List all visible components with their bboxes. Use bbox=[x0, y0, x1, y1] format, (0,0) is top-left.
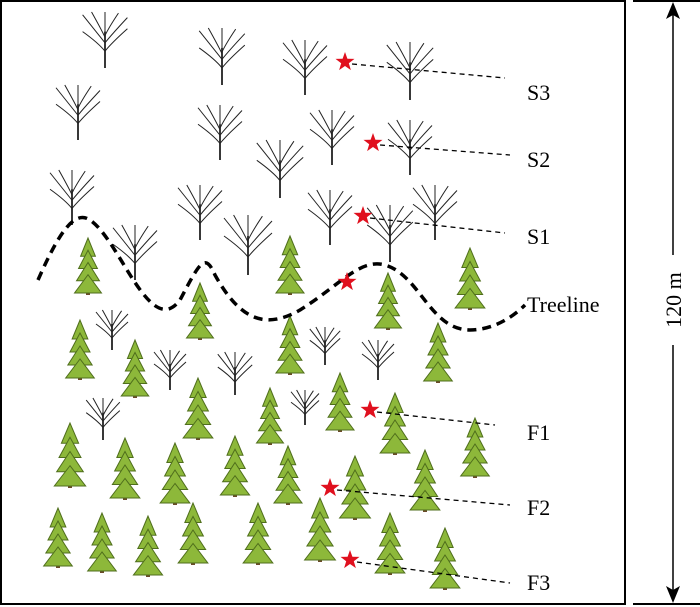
bare-trees bbox=[49, 11, 458, 440]
bare-tree-icon bbox=[223, 214, 273, 275]
bare-tree-icon bbox=[361, 339, 395, 380]
bare-tree-icon bbox=[198, 27, 246, 85]
conifer-tree-icon bbox=[373, 271, 403, 330]
bare-tree-icon bbox=[366, 204, 414, 262]
leader-s3 bbox=[351, 63, 506, 79]
red-star-icon bbox=[360, 400, 380, 419]
conifer-tree-icon bbox=[422, 321, 454, 383]
leader-s1 bbox=[369, 217, 506, 234]
bare-tree-icon bbox=[387, 119, 433, 175]
red-star-icon bbox=[363, 133, 383, 152]
label-s2: S2 bbox=[527, 147, 550, 172]
red-star-icon bbox=[337, 272, 357, 291]
sampling-markers bbox=[320, 52, 383, 569]
conifer-tree-icon bbox=[53, 421, 87, 488]
conifer-tree-icon bbox=[454, 246, 486, 310]
treeline-curve bbox=[36, 215, 527, 332]
bare-tree-icon bbox=[217, 351, 253, 395]
study-area-frame bbox=[0, 0, 626, 605]
conifer-tree-icon bbox=[255, 386, 285, 445]
conifer-tree-icon bbox=[182, 376, 214, 440]
label-f3: F3 bbox=[527, 570, 550, 595]
bare-tree-icon bbox=[85, 397, 121, 440]
conifer-tree-icon bbox=[42, 506, 74, 568]
conifer-tree-icon bbox=[274, 314, 306, 375]
bare-tree-icon bbox=[112, 224, 158, 280]
bare-tree-icon bbox=[95, 309, 129, 350]
bare-tree-icon bbox=[49, 169, 95, 225]
conifer-tree-icon bbox=[459, 416, 491, 478]
scale-label: 120 m bbox=[661, 272, 686, 328]
conifer-tree-icon bbox=[379, 391, 411, 455]
red-star-icon bbox=[340, 550, 360, 569]
scale-bar: 120 m bbox=[633, 0, 700, 605]
red-star-icon bbox=[320, 478, 340, 497]
leader-f2 bbox=[336, 489, 511, 506]
conifer-tree-icon bbox=[132, 514, 164, 577]
bare-tree-icon bbox=[197, 104, 243, 160]
bare-tree-icon bbox=[309, 109, 355, 165]
bare-tree-icon bbox=[256, 139, 304, 198]
label-s3: S3 bbox=[527, 80, 550, 105]
conifer-tree-icon bbox=[429, 526, 461, 590]
conifer-tree-icon bbox=[185, 281, 215, 340]
bare-tree-icon bbox=[307, 189, 353, 245]
conifer-tree-icon bbox=[120, 338, 150, 398]
bare-tree-icon bbox=[82, 11, 128, 68]
conifer-tree-icon bbox=[324, 371, 356, 432]
bare-tree-icon bbox=[153, 349, 187, 390]
conifer-tree-icon bbox=[409, 448, 441, 512]
conifer-tree-icon bbox=[338, 454, 372, 520]
bare-tree-icon bbox=[386, 41, 434, 100]
leader-f1 bbox=[376, 411, 496, 426]
label-f1: F1 bbox=[527, 420, 550, 445]
conifer-tree-icon bbox=[219, 434, 251, 497]
label-treeline: Treeline bbox=[527, 292, 600, 317]
leader-s2 bbox=[379, 144, 511, 156]
evergreen-trees bbox=[42, 234, 491, 590]
bare-tree-icon bbox=[55, 84, 101, 140]
conifer-tree-icon bbox=[177, 501, 209, 565]
red-star-icon bbox=[353, 206, 373, 225]
conifer-tree-icon bbox=[303, 496, 337, 562]
bare-tree-icon bbox=[282, 39, 328, 95]
bare-tree-icon bbox=[290, 389, 320, 425]
bare-tree-icon bbox=[177, 184, 223, 240]
arrow-up-icon bbox=[666, 2, 680, 19]
bare-tree-icon bbox=[412, 184, 458, 240]
leader-f3 bbox=[356, 561, 511, 584]
conifer-tree-icon bbox=[272, 444, 304, 505]
conifer-tree-icon bbox=[86, 511, 118, 573]
conifer-tree-icon bbox=[274, 234, 306, 295]
conifer-tree-icon bbox=[64, 318, 96, 380]
conifer-tree-icon bbox=[73, 236, 103, 295]
label-f2: F2 bbox=[527, 495, 550, 520]
label-s1: S1 bbox=[527, 224, 550, 249]
leader-lines bbox=[336, 63, 511, 584]
arrow-down-icon bbox=[666, 586, 680, 603]
conifer-tree-icon bbox=[242, 501, 274, 565]
conifer-tree-icon bbox=[159, 441, 191, 505]
conifer-tree-icon bbox=[109, 436, 141, 500]
red-star-icon bbox=[335, 52, 355, 71]
bare-tree-icon bbox=[309, 326, 341, 365]
